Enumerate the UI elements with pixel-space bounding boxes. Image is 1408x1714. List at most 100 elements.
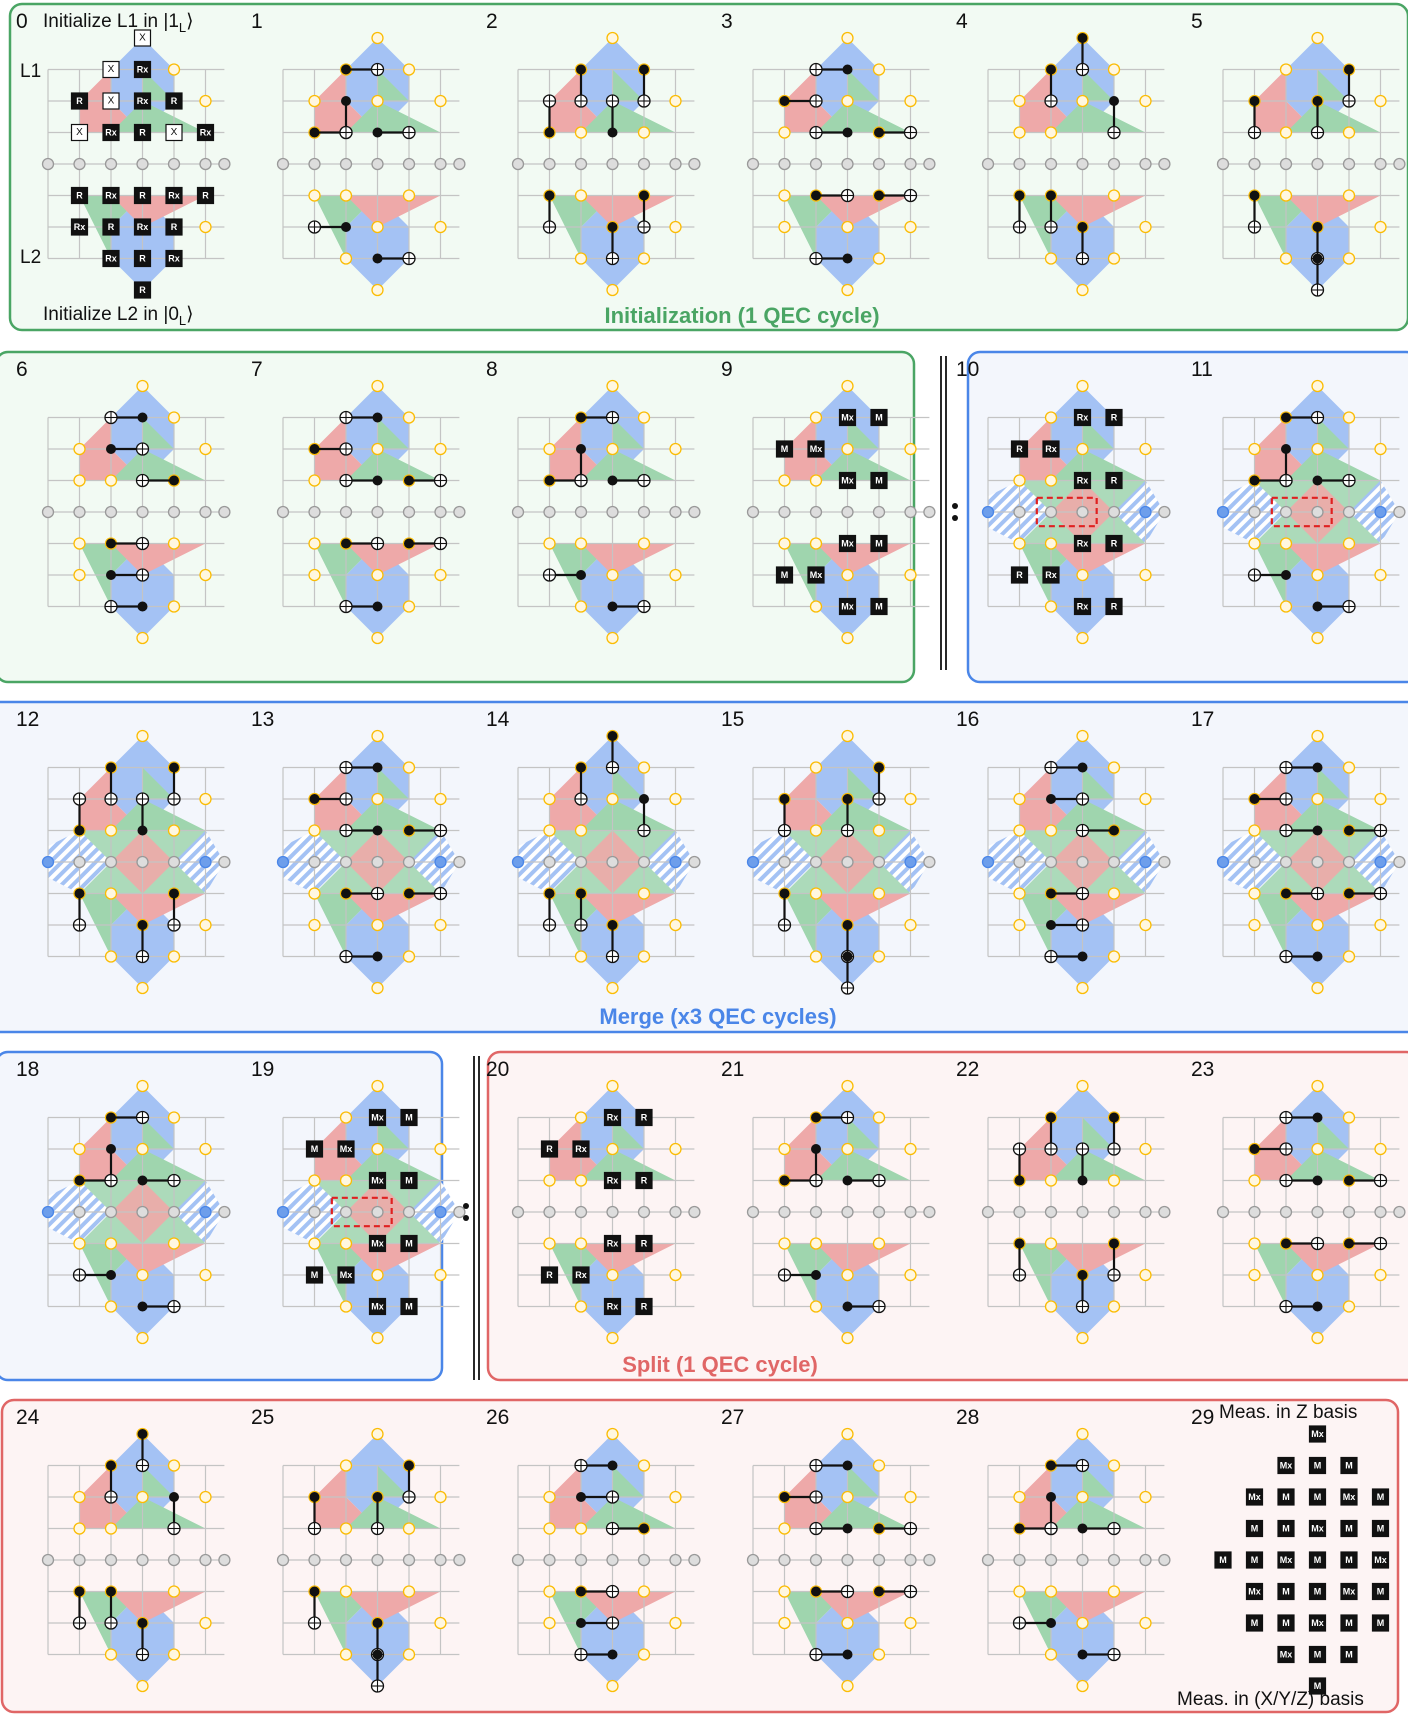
- gate-label: Rx: [137, 222, 149, 232]
- qubit: [905, 159, 916, 170]
- qubit: [670, 96, 681, 107]
- qubit: [874, 1238, 885, 1249]
- qubit: [200, 1555, 211, 1566]
- qubit: [372, 96, 383, 107]
- qubit: [1046, 825, 1057, 836]
- qubit: [435, 96, 446, 107]
- qubit: [1312, 731, 1323, 742]
- cnot-control: [780, 96, 790, 106]
- qubit: [309, 1555, 320, 1566]
- qubit: [74, 1523, 85, 1534]
- gate-label: Mx: [371, 1113, 384, 1123]
- gate-label: X: [108, 96, 115, 107]
- qubit: [639, 507, 650, 518]
- cnot-control: [843, 1176, 853, 1186]
- qubit: [842, 1333, 853, 1344]
- cnot-control: [1281, 570, 1291, 580]
- qubit: [1046, 857, 1057, 868]
- qubit: [748, 159, 759, 170]
- gate-label: R: [139, 254, 146, 264]
- cnot-control: [576, 1587, 586, 1597]
- section-title-split: Split (1 QEC cycle): [622, 1352, 818, 1377]
- qubit: [137, 381, 148, 392]
- qubit: [607, 159, 618, 170]
- cnot-control: [1015, 1176, 1025, 1186]
- qubit: [689, 159, 700, 170]
- qubit: [607, 507, 618, 518]
- gate-label: Rx: [168, 254, 180, 264]
- cnot-control: [1046, 1618, 1056, 1628]
- qubit: [513, 507, 524, 518]
- cnot-control: [1281, 1239, 1291, 1249]
- qubit: [74, 1492, 85, 1503]
- qubit: [576, 159, 587, 170]
- gate-label: X: [76, 127, 83, 138]
- qubit: [924, 1207, 935, 1218]
- cnot-control: [1109, 96, 1119, 106]
- qubit: [1218, 159, 1229, 170]
- cnot-control: [106, 444, 116, 454]
- qubit: [106, 1649, 117, 1660]
- qubit: [1014, 794, 1025, 805]
- qubit: [670, 1618, 681, 1629]
- step-number: 2: [486, 10, 498, 33]
- qubit: [341, 1555, 352, 1566]
- qubit: [309, 570, 320, 581]
- qubit: [513, 1555, 524, 1566]
- qubit: [1014, 888, 1025, 899]
- qubit: [670, 794, 681, 805]
- gate-label: R: [1111, 539, 1118, 549]
- qubit: [74, 570, 85, 581]
- qubit: [607, 1429, 618, 1440]
- qubit: [639, 1207, 650, 1218]
- qubit: [454, 507, 465, 518]
- qubit: [1312, 1207, 1323, 1218]
- gate-label: Rx: [105, 128, 117, 138]
- qubit: [137, 1333, 148, 1344]
- qubit: [1077, 1681, 1088, 1692]
- gate-label: M: [405, 1239, 413, 1249]
- qubit: [278, 857, 289, 868]
- gate-label: R: [139, 191, 146, 201]
- qubit: [74, 857, 85, 868]
- cnot-control: [310, 128, 320, 138]
- qubit: [404, 762, 415, 773]
- qubit: [779, 1523, 790, 1534]
- qubit: [689, 507, 700, 518]
- gate-label: X: [171, 127, 178, 138]
- cnot-control: [576, 570, 586, 580]
- qubit: [607, 1681, 618, 1692]
- qubit: [1046, 507, 1057, 518]
- qubit: [435, 159, 446, 170]
- gate-label: Mx: [1311, 1618, 1324, 1628]
- qubit: [435, 1492, 446, 1503]
- qubit: [1344, 507, 1355, 518]
- gate-label: Rx: [1077, 602, 1089, 612]
- step-number: 15: [721, 708, 744, 731]
- qubit: [169, 825, 180, 836]
- qubit: [372, 285, 383, 296]
- qubit: [842, 222, 853, 233]
- qubit: [137, 1555, 148, 1566]
- qubit: [435, 920, 446, 931]
- qubit: [309, 475, 320, 486]
- cnot-control: [874, 1524, 884, 1534]
- qubit: [576, 601, 587, 612]
- qubit: [1077, 983, 1088, 994]
- qubit: [1077, 444, 1088, 455]
- qubit: [1140, 1144, 1151, 1155]
- step-number: 0: [16, 10, 28, 33]
- cnot-control: [138, 920, 148, 930]
- qubit: [341, 1649, 352, 1660]
- qubit: [1077, 1429, 1088, 1440]
- cnot-control: [310, 1492, 320, 1502]
- qubit: [1312, 920, 1323, 931]
- qubit: [74, 538, 85, 549]
- qubit: [372, 222, 383, 233]
- qubit: [544, 159, 555, 170]
- qubit: [1249, 1270, 1260, 1281]
- qubit: [811, 1238, 822, 1249]
- qubit: [842, 1207, 853, 1218]
- qubit: [1077, 570, 1088, 581]
- qubit: [341, 1112, 352, 1123]
